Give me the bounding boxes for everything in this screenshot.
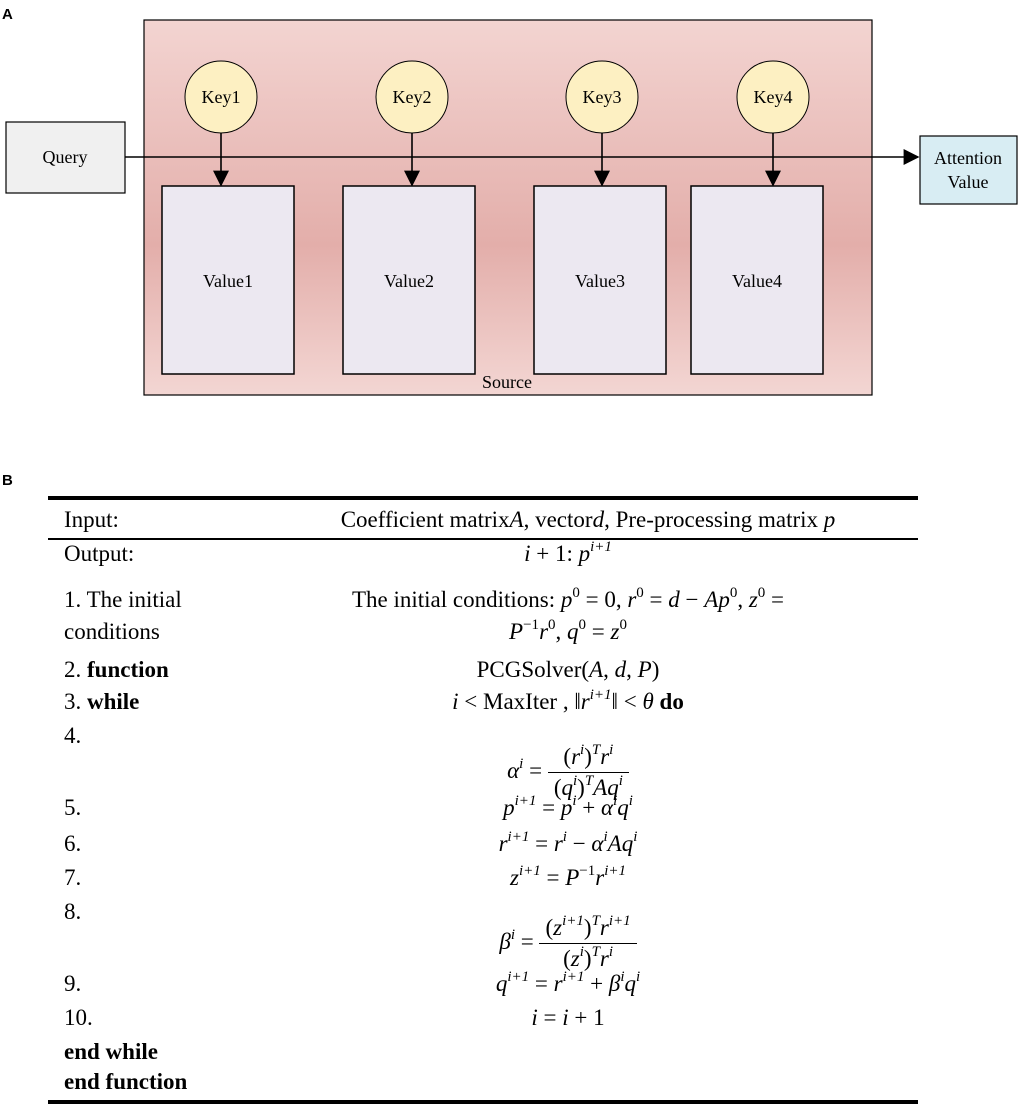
step-2-keyword: function [87, 657, 169, 682]
step-8-formula: βi = (zi+1)Tri+1(zi)Tri [48, 904, 918, 980]
value2-label: Value2 [384, 271, 434, 291]
step-3-num: 3. while [64, 689, 140, 714]
step-5-text: pi+1 = pi + αiqi [503, 793, 633, 821]
header-rule [48, 538, 918, 540]
step-1-num2: conditions [64, 619, 160, 644]
value1-box [161, 185, 295, 375]
attention-label-line1: Attention [934, 148, 1002, 168]
output-text: i + 1: pi+1 [524, 539, 612, 567]
step-2-text: PCGSolver(A, d, P) [476, 657, 660, 682]
step-7-num: 7. [64, 865, 82, 890]
key4-node [736, 60, 810, 134]
attention-diagram: Source Query Attention Value Key1 Value1… [5, 19, 1018, 396]
bottom-rule [48, 1100, 918, 1104]
panel-a-label: A [2, 6, 13, 23]
step-3-do: do [659, 689, 684, 714]
step-3-keyword: while [87, 689, 140, 714]
step-10-text: i = i + 1 [531, 1005, 605, 1030]
step-4-num: 4. [64, 723, 82, 748]
step-2-num: 2. function [64, 657, 169, 682]
step-9-text: qi+1 = ri+1 + βiqi [495, 969, 641, 997]
value2-box [342, 185, 476, 375]
top-rule [48, 496, 918, 500]
step-1-num: 1. The initial [64, 587, 182, 612]
key1-label: Key1 [202, 87, 241, 107]
step-9-num: 9. [64, 971, 82, 996]
step-6-text: ri+1 = ri − αiAqi [498, 829, 638, 857]
value3-label: Value3 [575, 271, 625, 291]
input-label: Input: [64, 507, 119, 532]
panel-b-label: B [2, 472, 13, 489]
key2-node [375, 60, 449, 134]
source-label: Source [482, 372, 532, 392]
step-10-num: 10. [64, 1005, 93, 1030]
step-1-line1: The initial conditions: p0 = 0, r0 = d −… [351, 585, 785, 613]
query-box [5, 121, 126, 194]
kv-pair-1: Key1 Value1 [161, 60, 295, 375]
value4-box [690, 185, 824, 375]
value3-box [533, 185, 667, 375]
value1-label: Value1 [203, 271, 253, 291]
step-3-text: i < MaxIter , ‖ri+1‖ < θ do [452, 687, 684, 715]
key2-label: Key2 [393, 87, 432, 107]
kv-pair-3: Key3 Value3 [533, 60, 667, 375]
key1-node [184, 60, 258, 134]
key3-label: Key3 [583, 87, 622, 107]
key4-label: Key4 [754, 87, 793, 107]
step-5-num: 5. [64, 795, 82, 820]
attention-value-box [919, 135, 1018, 205]
step-4-formula: αi = (ri)Tri(qi)TAqi [48, 736, 918, 806]
value4-label: Value4 [732, 271, 782, 291]
query-label: Query [43, 147, 88, 167]
input-text: Coefficient matrixA, vectord, Pre-proces… [340, 507, 836, 532]
step-1-line2: P−1r0, q0 = z0 [509, 617, 627, 645]
step-6-num: 6. [64, 831, 82, 856]
step-7-text: zi+1 = P−1ri+1 [509, 863, 626, 891]
kv-pair-4: Key4 Value4 [690, 60, 824, 375]
output-label: Output: [64, 541, 135, 566]
kv-pair-2: Key2 Value2 [342, 60, 476, 375]
key3-node [565, 60, 639, 134]
attention-label-line2: Value [948, 172, 989, 192]
step-8-num: 8. [64, 899, 82, 924]
